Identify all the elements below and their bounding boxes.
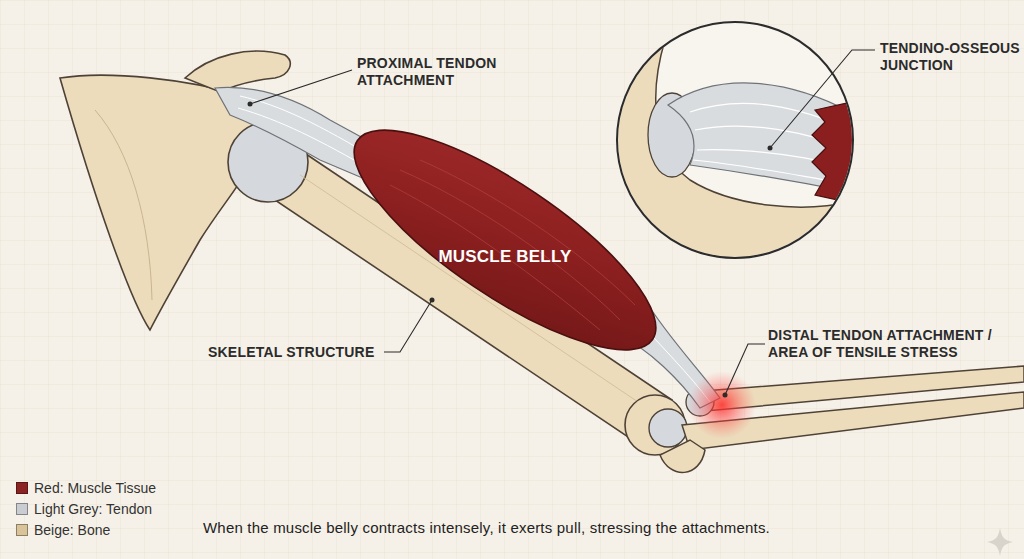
stress-glow (688, 371, 756, 439)
legend-text: Beige: Bone (34, 522, 110, 538)
part-label: MUSCLE BELLY (425, 248, 585, 265)
watermark-sparkle (987, 528, 1013, 556)
legend-row: Light Grey: Tendon (16, 501, 152, 517)
leader-dot (430, 298, 435, 303)
bone-shading (95, 110, 152, 300)
tendon-fibers (690, 103, 840, 182)
legend-text: Light Grey: Tendon (34, 501, 152, 517)
muscle-fibers (390, 160, 635, 330)
callout-label: DISTAL TENDON ATTACHMENT / AREA OF TENSI… (768, 327, 1018, 361)
leader-line (725, 344, 765, 395)
inset-frame (617, 22, 853, 258)
legend-swatch (16, 503, 28, 515)
leader-dot (723, 393, 728, 398)
leader-line (250, 70, 352, 104)
leader-line (384, 300, 432, 352)
legend-swatch (16, 524, 28, 536)
legend-swatch (16, 482, 28, 494)
legend-row: Beige: Bone (16, 522, 110, 538)
inset-detail (610, 40, 860, 280)
legend-row: Red: Muscle Tissue (16, 480, 156, 496)
olecranon-bone (660, 440, 705, 472)
callout-label: PROXIMAL TENDON ATTACHMENT (357, 55, 507, 89)
elbow-cartilage (649, 409, 687, 447)
callout-label: SKELETAL STRUCTURE (208, 344, 408, 361)
acromion-bone (185, 51, 290, 92)
leader-dot (768, 146, 773, 151)
leader-dot (248, 102, 253, 107)
leader-lines (250, 50, 875, 395)
callout-label: TENDINO-OSSEOUS JUNCTION (880, 40, 1024, 74)
leader-line (770, 50, 875, 148)
legend-text: Red: Muscle Tissue (34, 480, 156, 496)
caption-text: When the muscle belly contracts intensel… (203, 519, 963, 536)
inset-bone (610, 40, 860, 280)
